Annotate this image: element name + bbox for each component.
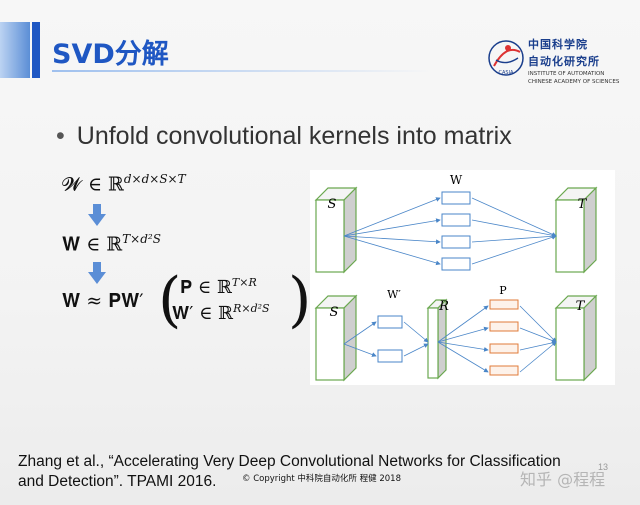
svd-diagram: S T W S (310, 170, 615, 385)
seal-text: CASIA (499, 70, 515, 76)
title-underline (52, 70, 432, 72)
equation-1-lhs: 𝓦 ∈ ℝ (62, 173, 124, 196)
logo-text: 中国科学院 自动化研究所 INSTITUTE OF AUTOMATION CHI… (528, 36, 619, 85)
equation-1: 𝓦 ∈ ℝd×d×S×T (62, 172, 186, 195)
bottom-p-filters (489, 299, 519, 376)
bottom-left-tensor (314, 294, 358, 382)
title-accent-bar (32, 22, 40, 78)
logo-cn-line1: 中国科学院 (528, 38, 588, 51)
bottom-left-label: S (330, 305, 339, 320)
equation-3-case-1-text: 𝐏 ∈ ℝ (180, 277, 232, 298)
citation-line-1: Zhang et al., “Accelerating Very Deep Co… (18, 453, 561, 470)
casia-logo: CASIA 中国科学院 自动化研究所 INSTITUTE OF AUTOMATI… (486, 32, 626, 88)
logo-en-line2: CHINESE ACADEMY OF SCIENCES (528, 79, 620, 85)
equation-2-lhs: 𝐖 ∈ ℝ (62, 233, 123, 256)
equation-1-sup: d×d×S×T (123, 172, 186, 186)
equation-2-sup: T×d²S (122, 232, 161, 246)
logo-en-line1: INSTITUTE OF AUTOMATION (528, 71, 605, 77)
bullet-dot-icon: • (56, 122, 65, 150)
copyright: © Copyright 中科院自动化所 程健 2018 (242, 474, 401, 484)
equation-3-case-1: 𝐏 ∈ ℝT×R (180, 276, 257, 298)
right-paren: ) (288, 265, 312, 335)
bottom-middle-label: R (438, 299, 449, 314)
equation-2: 𝐖 ∈ ℝT×d²S (62, 232, 161, 255)
page-number: 13 (598, 462, 609, 472)
bullet-text: Unfold convolutional kernels into matrix (76, 122, 512, 150)
equation-3-case-2: 𝐖′ ∈ ℝR×d²S (172, 302, 270, 324)
slide-title: SVD分解 (52, 39, 169, 70)
bottom-right-label: T (576, 299, 586, 314)
bottom-right-tensor (554, 294, 598, 382)
equation-3-case-2-text: 𝐖′ ∈ ℝ (172, 303, 234, 324)
top-left-label: S (328, 197, 337, 212)
logo-cn-line2: 自动化研究所 (528, 55, 600, 68)
title-bar: SVD分解 (0, 22, 440, 78)
citation: Zhang et al., “Accelerating Very Deep Co… (18, 452, 618, 492)
bottom-p-label: P (499, 284, 507, 297)
bullet-point: • Unfold convolutional kernels into matri… (56, 122, 512, 151)
bottom-w-prime-filters (377, 315, 403, 363)
watermark: 知乎 @程程 (520, 470, 606, 489)
bottom-w-prime-label: W′ (387, 288, 401, 301)
equation-3-case-1-sup: T×R (231, 276, 257, 289)
top-w-filters (441, 191, 471, 271)
bottom-arrows (343, 305, 557, 373)
top-right-label: T (578, 197, 588, 212)
down-arrow-icon (88, 262, 106, 284)
top-right-tensor (554, 186, 598, 274)
citation-line-2: and Detection”. TPAMI 2016. (18, 473, 217, 490)
casia-seal-icon: CASIA (488, 40, 524, 76)
top-left-tensor (314, 186, 358, 274)
left-paren: ( (158, 265, 182, 335)
top-w-label: W (450, 173, 463, 187)
equation-3-case-2-sup: R×d²S (233, 302, 270, 315)
down-arrow-icon (88, 204, 106, 226)
top-filter-boxes (343, 197, 557, 266)
title-accent-gradient (0, 22, 30, 78)
equation-3-lhs: 𝐖 ≈ 𝐏𝐖′ (62, 290, 144, 312)
